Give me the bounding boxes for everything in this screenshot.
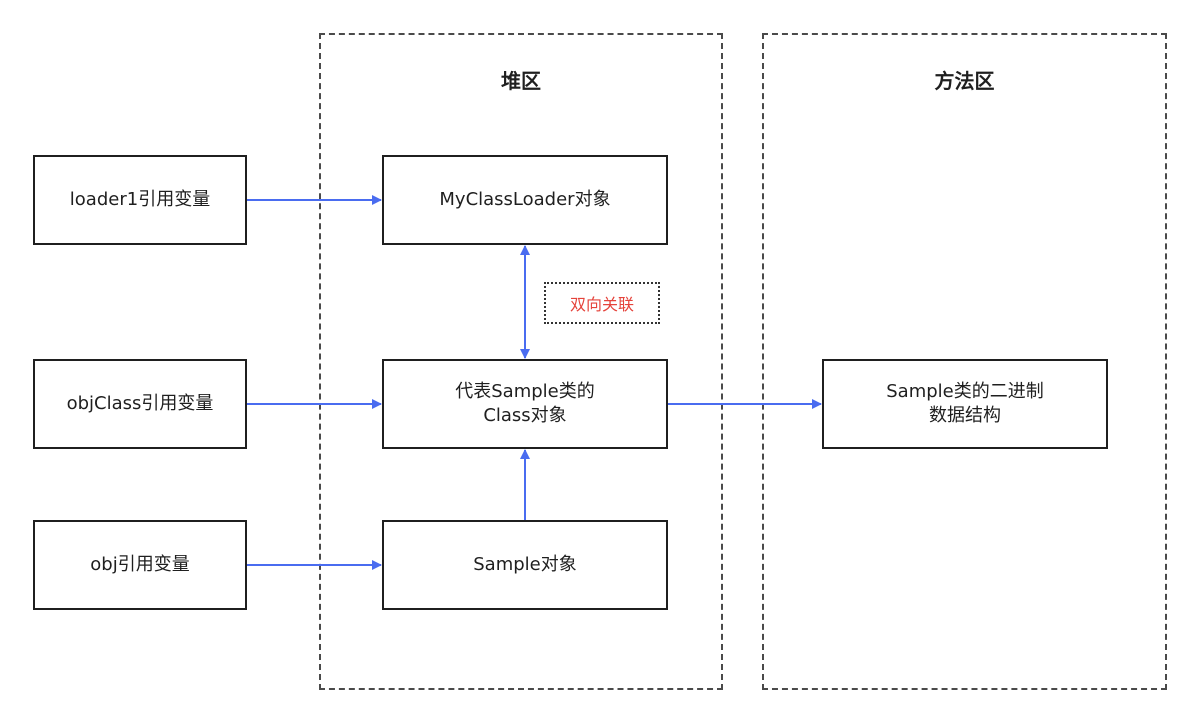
obj-reference-box: obj引用变量 — [33, 520, 247, 610]
binary-structure-label-line1: Sample类的二进制 — [886, 381, 1044, 402]
sample-object-box: Sample对象 — [382, 520, 668, 610]
method-area-region: 方法区 — [762, 33, 1167, 690]
loader1-reference-box: loader1引用变量 — [33, 155, 247, 245]
objclass-reference-label: objClass引用变量 — [66, 393, 214, 414]
class-object-label-line1: 代表Sample类的 — [455, 381, 595, 402]
sample-object-label: Sample对象 — [473, 554, 577, 575]
loader1-reference-label: loader1引用变量 — [69, 189, 211, 210]
objclass-reference-box: objClass引用变量 — [33, 359, 247, 449]
heap-region-title: 堆区 — [501, 69, 541, 93]
binary-structure-label-line2: 数据结构 — [929, 405, 1001, 426]
class-object-label-line2: Class对象 — [483, 405, 567, 426]
classloader-object-box: MyClassLoader对象 — [382, 155, 668, 245]
bidirectional-association-text: 双向关联 — [569, 295, 634, 314]
method-area-region-title: 方法区 — [934, 69, 995, 93]
heap-region: 堆区 — [319, 33, 723, 690]
binary-structure-box: Sample类的二进制 数据结构 — [822, 359, 1108, 449]
class-object-box: 代表Sample类的 Class对象 — [382, 359, 668, 449]
bidirectional-association-label: 双向关联 — [544, 282, 660, 324]
obj-reference-label: obj引用变量 — [90, 554, 190, 575]
classloader-object-label: MyClassLoader对象 — [439, 189, 611, 210]
